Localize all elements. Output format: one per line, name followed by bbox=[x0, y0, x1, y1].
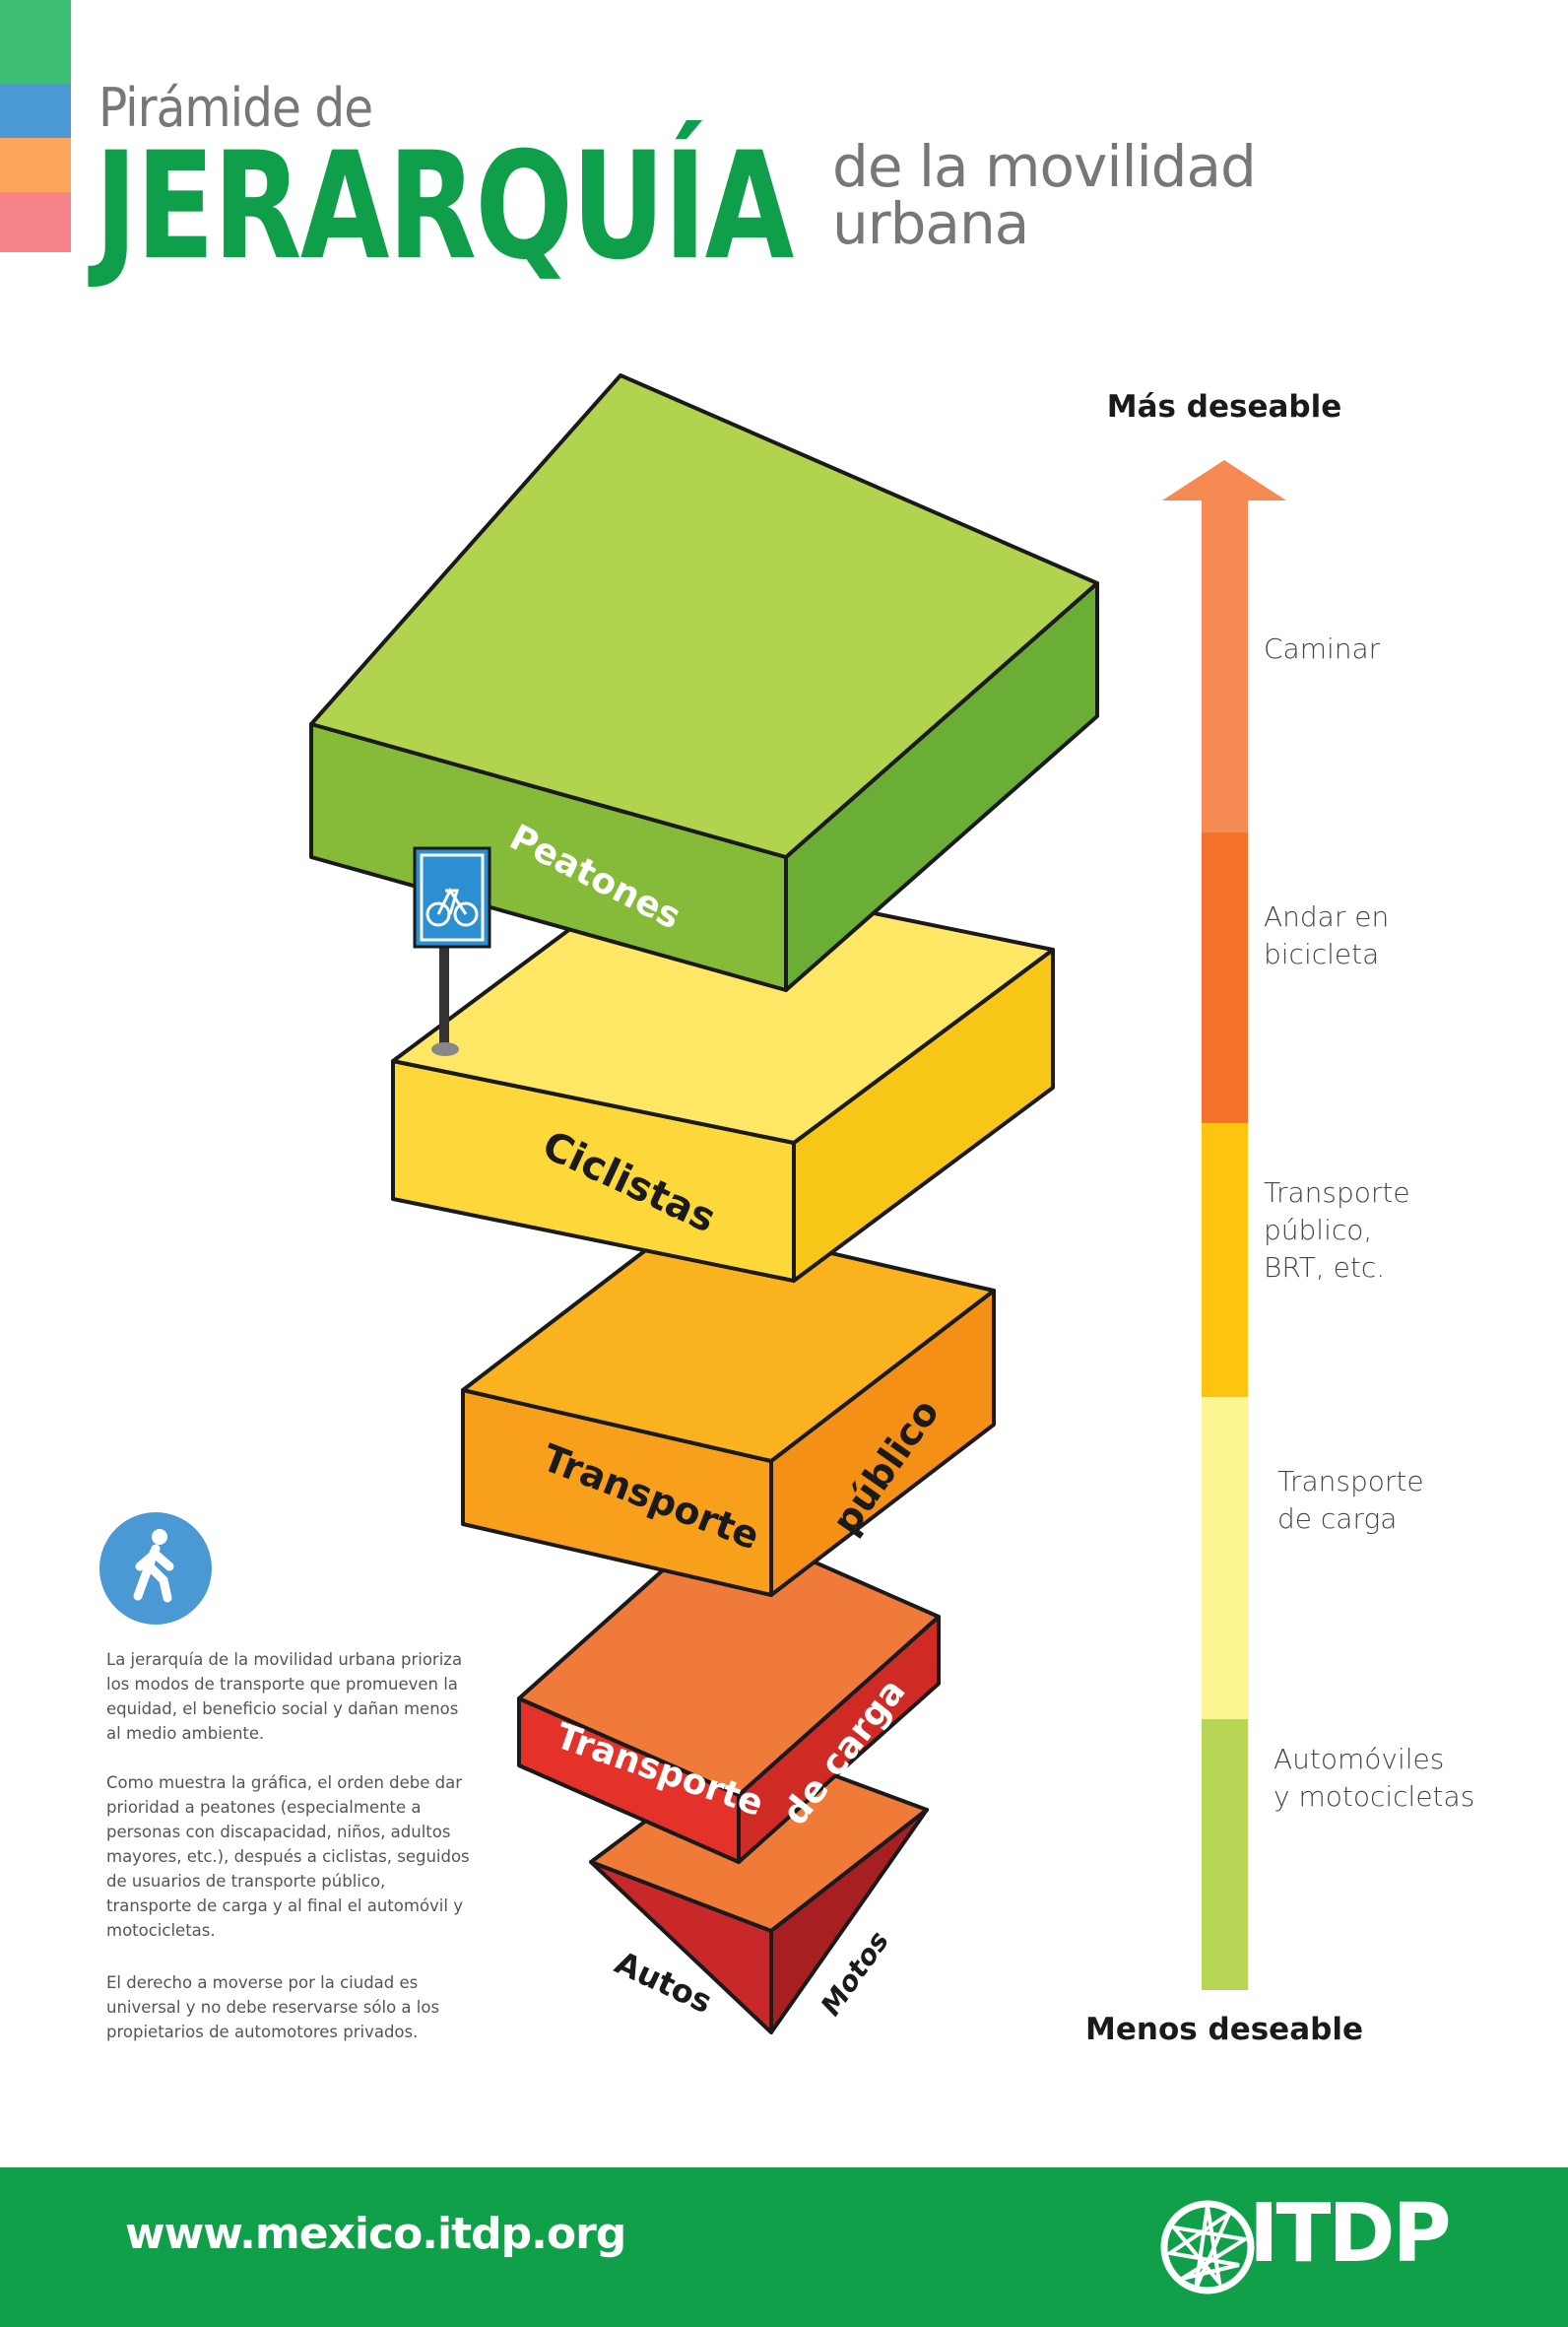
layer-autos-right bbox=[769, 1808, 929, 2034]
legend-item-publico: Transporte público, BRT, etc. bbox=[1264, 1174, 1410, 1287]
legend-item-text: Transporte bbox=[1264, 1176, 1410, 1209]
legend-segment-publico bbox=[1202, 1123, 1248, 1397]
layer-carga-top bbox=[517, 1518, 941, 1797]
title-small: Pirámide de bbox=[98, 77, 373, 139]
color-bar-green bbox=[0, 0, 71, 84]
legend-item-text: público, bbox=[1264, 1214, 1373, 1246]
legend-item-autos: Automóviles y motocicletas bbox=[1274, 1741, 1474, 1816]
legend-item-text: Transporte bbox=[1277, 1465, 1424, 1497]
legend-top-label: Más deseable bbox=[1106, 389, 1342, 425]
legend-item-text: BRT, etc. bbox=[1264, 1251, 1386, 1284]
legend-bottom-label: Menos deseable bbox=[1085, 2012, 1363, 2047]
title-main: JERARQUÍA bbox=[95, 121, 794, 293]
legend-item-text: y motocicletas bbox=[1274, 1780, 1475, 1813]
title-subtitle-line2: urbana bbox=[832, 190, 1029, 257]
legend-item-text: Andar en bbox=[1264, 900, 1390, 933]
legend-item-text: bicicleta bbox=[1264, 938, 1380, 970]
description-paragraph-3: El derecho a moverse por la ciudad es un… bbox=[106, 1973, 440, 2041]
color-bar-orange bbox=[0, 138, 71, 192]
legend-arrow-head bbox=[1162, 460, 1286, 500]
title-subtitle-line1: de la movilidad bbox=[832, 133, 1257, 200]
layer-ciclistas-top bbox=[391, 866, 1055, 1145]
pedestrian-icon bbox=[99, 1512, 212, 1625]
legend-item-text: Automóviles bbox=[1274, 1743, 1445, 1775]
legend-item-text: de carga bbox=[1277, 1502, 1398, 1535]
legend-segment-caminar bbox=[1202, 499, 1248, 832]
legend-item-text: Caminar bbox=[1264, 632, 1381, 665]
description-paragraph-2: Como muestra la gráfica, el orden debe d… bbox=[106, 1773, 470, 1940]
legend-item-bicicleta: Andar en bicicleta bbox=[1264, 898, 1389, 973]
footer: www.mexico.itdp.org ITDP bbox=[0, 2167, 1568, 2327]
legend-item-caminar: Caminar bbox=[1264, 631, 1380, 668]
title-subtitle: de la movilidad urbana bbox=[832, 133, 1257, 257]
layer-publico-top bbox=[461, 1218, 996, 1463]
itdp-logo-icon bbox=[1160, 2200, 1255, 2294]
footer-url-link[interactable]: www.mexico.itdp.org bbox=[125, 2209, 626, 2259]
legend-item-carga: Transporte de carga bbox=[1277, 1463, 1424, 1538]
legend-segment-autos bbox=[1202, 1719, 1248, 1990]
color-bar-blue bbox=[0, 84, 71, 138]
legend-segment-carga bbox=[1202, 1397, 1248, 1719]
description-paragraph-1: La jerarquía de la movilidad urbana prio… bbox=[106, 1650, 463, 1743]
color-bar-pink bbox=[0, 192, 71, 252]
itdp-logo-text: ITDP bbox=[1249, 2187, 1452, 2281]
layer-peatones-top bbox=[309, 373, 1099, 859]
legend-segment-bicicleta bbox=[1202, 832, 1248, 1123]
bicycle-sign-icon bbox=[413, 846, 491, 1056]
